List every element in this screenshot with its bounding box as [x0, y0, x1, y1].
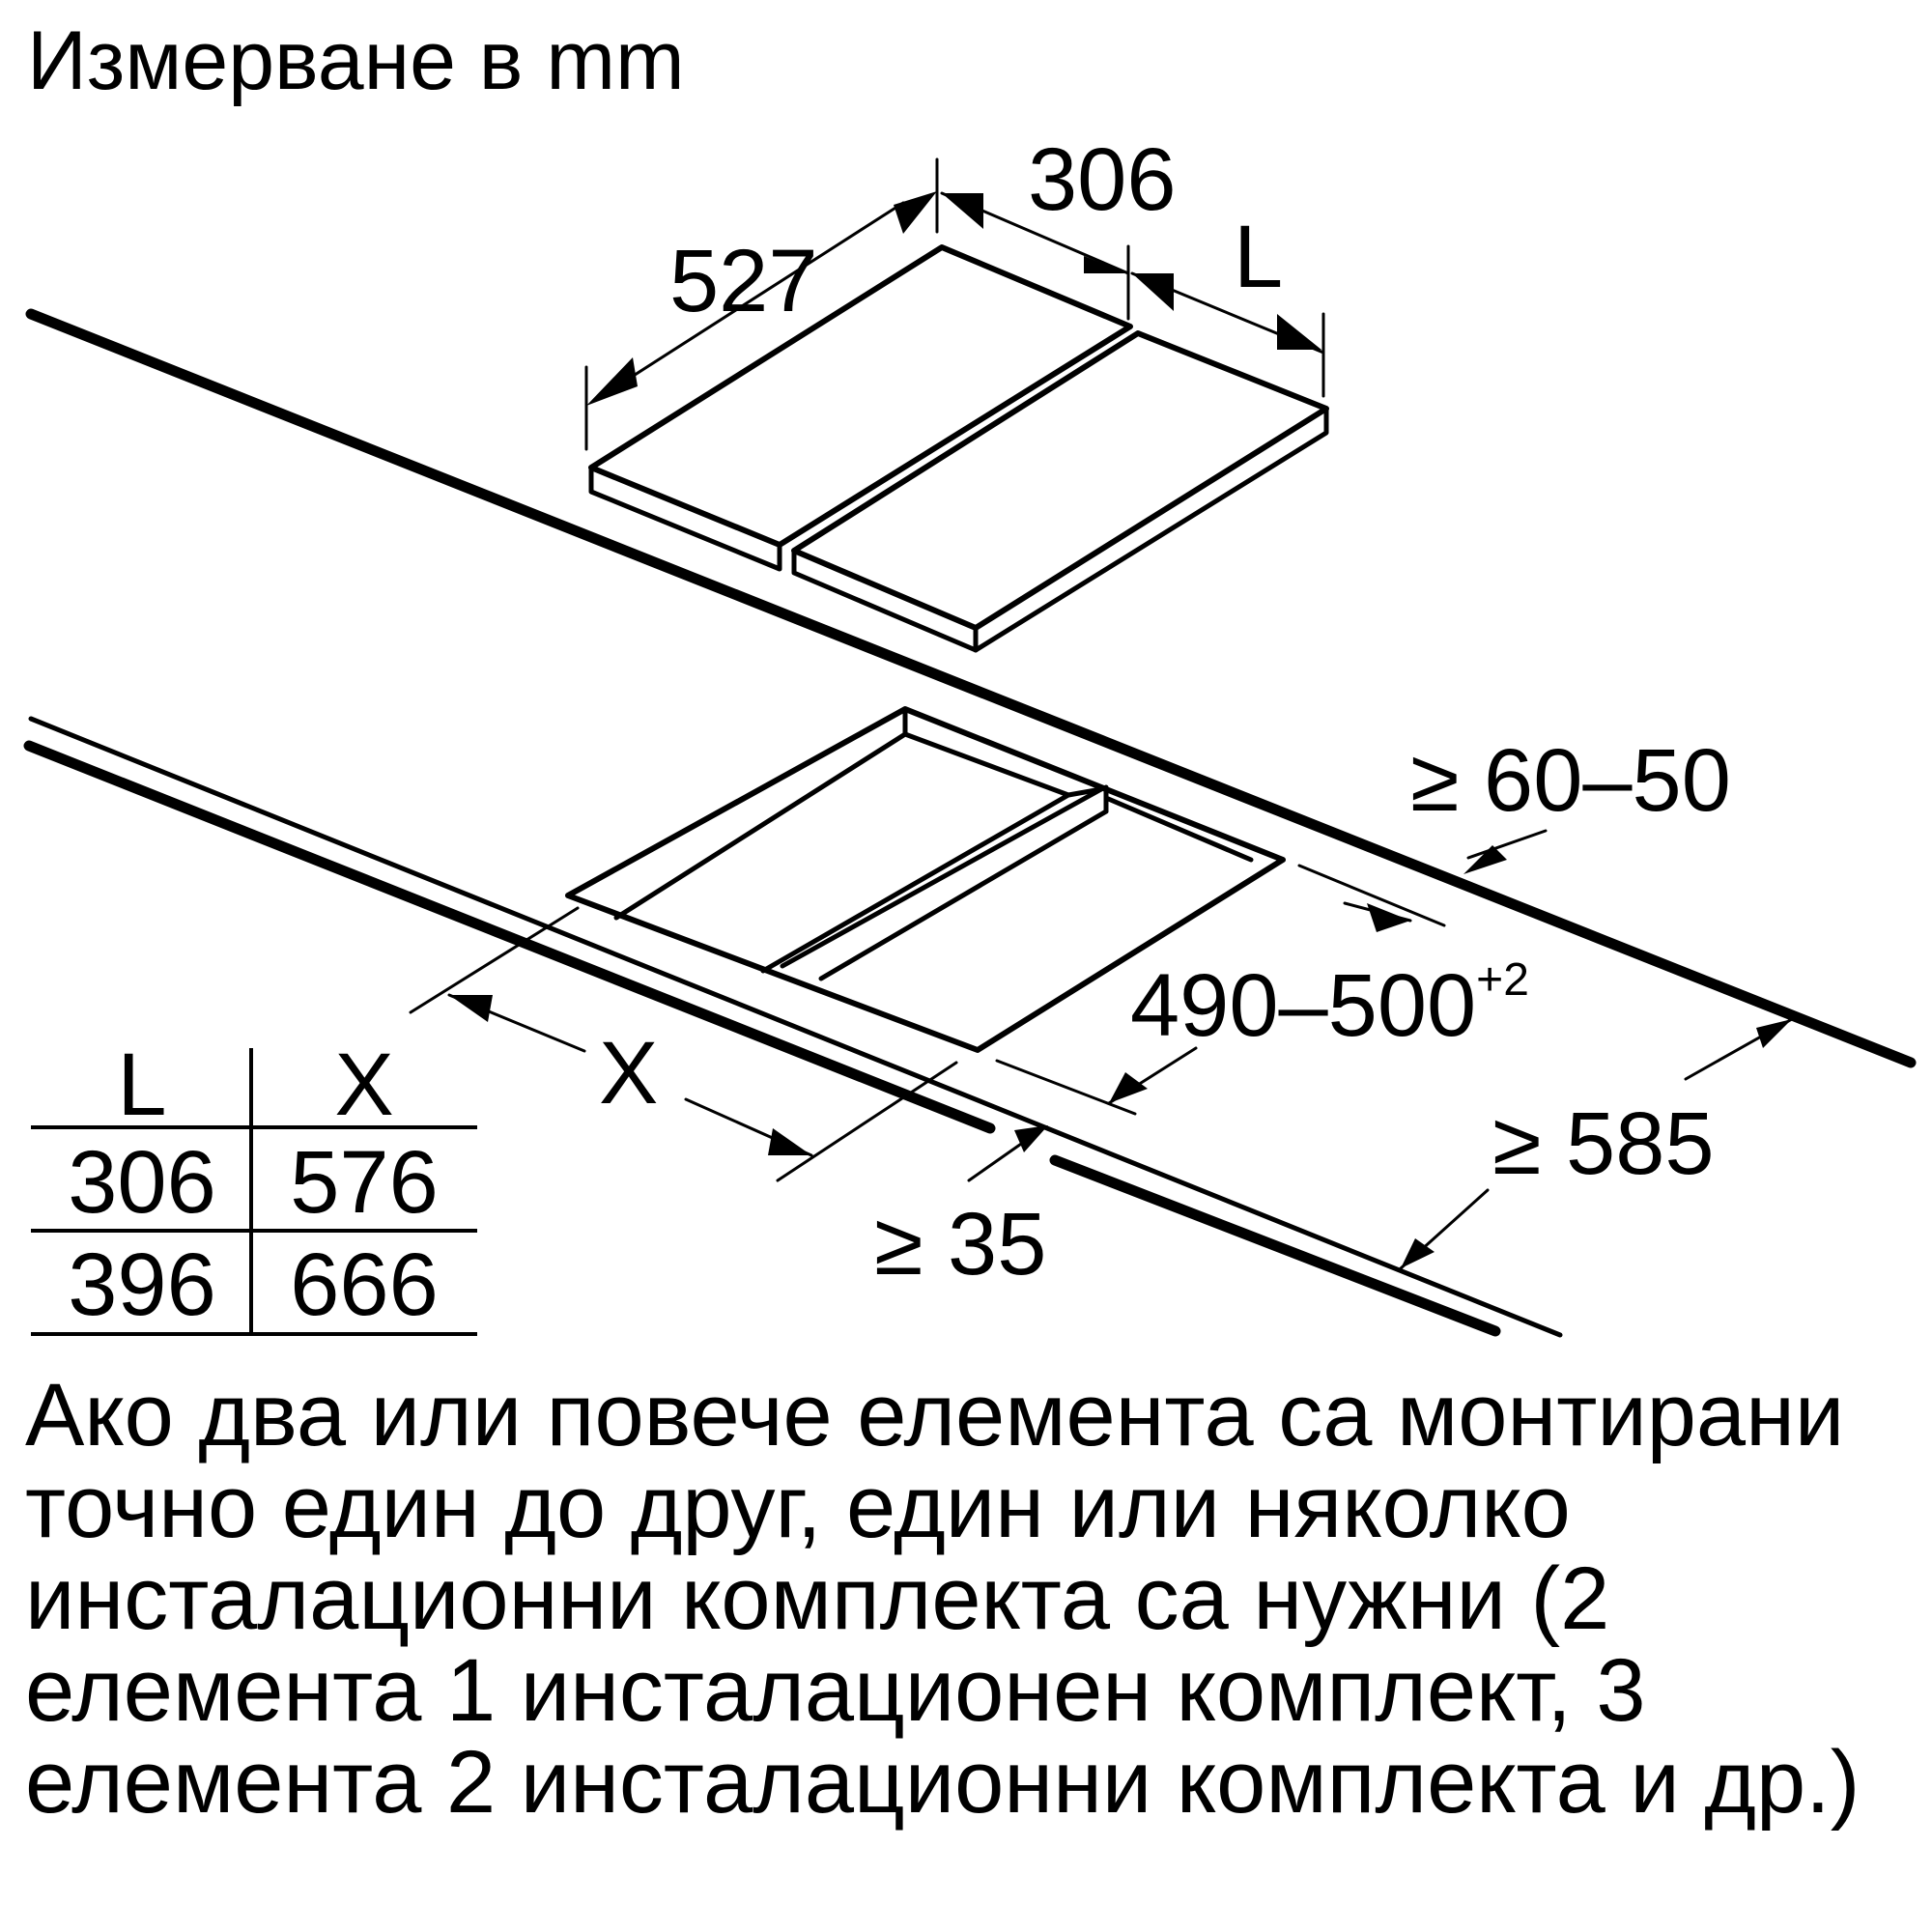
counter-front-edge-thick-a [23, 740, 996, 1134]
dim-wall-gap-label: ≥ 60–50 [1410, 731, 1731, 830]
note-line: точно един до друг, един или няколко [25, 1458, 1571, 1556]
cutout-depth-value: 490–500 [1130, 956, 1477, 1055]
hob-left-top [588, 244, 1133, 548]
dim-counter-depth-label: ≥ 585 [1492, 1094, 1715, 1193]
table-row: 306 576 [68, 1133, 439, 1232]
page-title: Измерване в mm [27, 14, 685, 107]
table-row: 396 666 [68, 1236, 439, 1334]
dim-width-label: 306 [1028, 130, 1177, 229]
table-grid [31, 1048, 477, 1336]
cutout [568, 705, 1019, 895]
installation-note: Ако два или повече елемента са монтирани… [25, 1370, 1928, 1829]
dimension-table: L X 306 576 396 666 [31, 1038, 477, 1336]
counter-back-edge [25, 308, 1917, 1068]
note-line: елемента 2 инсталационни комплекта и др.… [25, 1733, 1861, 1832]
note-line: инсталационни комплекта са нужни (2 [25, 1549, 1610, 1648]
table-header-x: X [334, 1036, 394, 1134]
dim-depth-label: 527 [669, 232, 818, 330]
counter-front-edge-thin [28, 716, 1563, 1338]
cutout-tolerance: +2 [1476, 954, 1529, 1006]
note-line: Ако два или повече елемента са монтирани [25, 1366, 1845, 1464]
dim-cutout-depth-label: 490–500+2 [1130, 957, 1529, 1051]
dim-length-var-label: L [1234, 208, 1284, 306]
counter-front-edge-thick-b [1049, 1154, 1501, 1337]
dim-cutout-width-label: X [599, 1024, 659, 1122]
table-header-row: L X [31, 1038, 477, 1131]
dim-front-gap-label: ≥ 35 [874, 1195, 1047, 1293]
table-header-l: L [117, 1036, 167, 1134]
note-line: елемента 1 инсталационен комплект, 3 [25, 1641, 1646, 1740]
